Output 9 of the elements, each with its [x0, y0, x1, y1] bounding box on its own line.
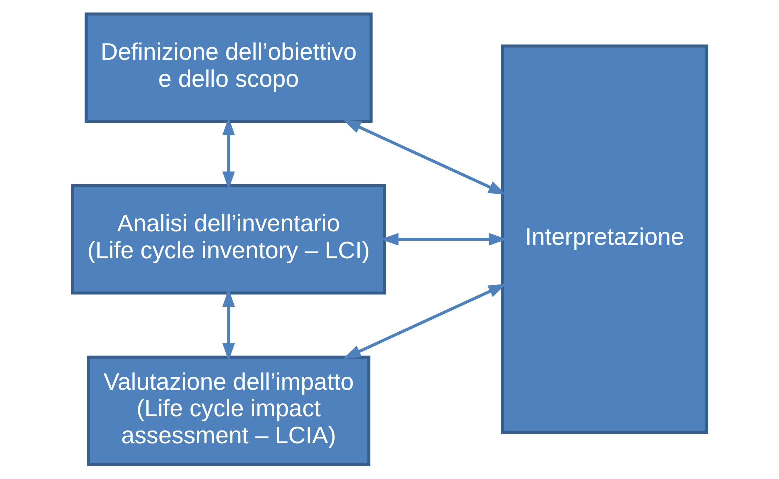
- arrow: [342, 120, 506, 195]
- arrow: [342, 284, 506, 360]
- arrow: [222, 289, 235, 362]
- arrow: [222, 117, 235, 190]
- node-box: Analisi dell’inventario (Life cycle inventory – LCI): [70, 184, 386, 295]
- node-box: Definizione dell’obiettivo e dello scopo: [84, 12, 372, 124]
- node-box: Valutazione dell’impatto (Life cycle impact assessment – LCIA): [86, 356, 370, 466]
- arrow: [380, 233, 507, 246]
- node-box: Interpretazione: [500, 44, 708, 434]
